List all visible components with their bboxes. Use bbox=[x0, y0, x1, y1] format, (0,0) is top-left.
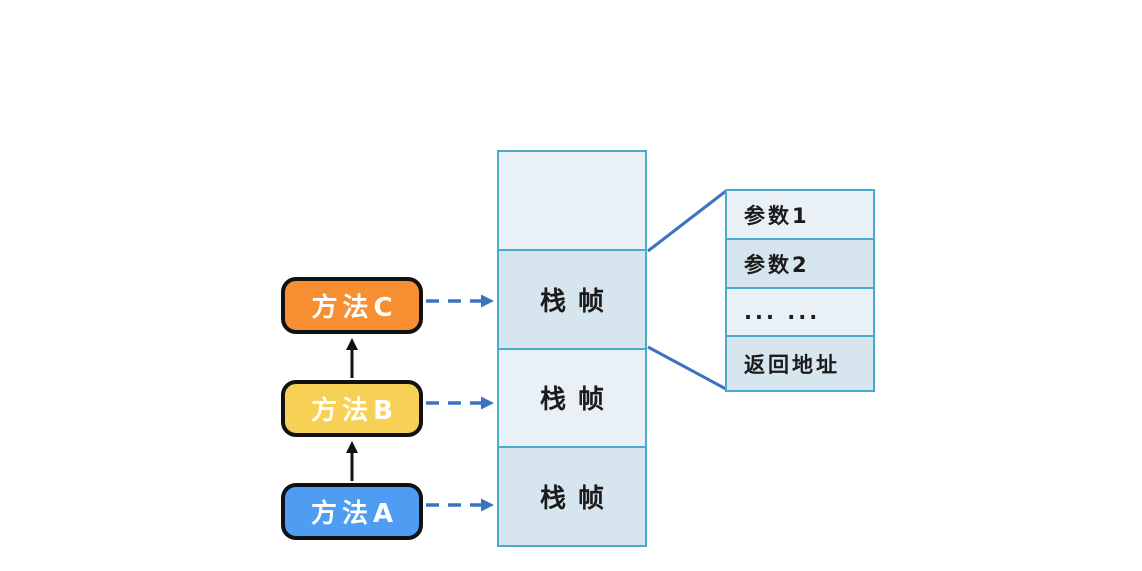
method-box-a: 方法A bbox=[281, 483, 423, 540]
detail-row-param1: 参数1 bbox=[727, 191, 873, 238]
detail-link-top bbox=[647, 189, 727, 253]
stack-column: 栈帧 栈帧 栈帧 bbox=[497, 150, 647, 547]
detail-row-ellipsis-label: ... ... bbox=[744, 300, 821, 324]
stack-cell-empty bbox=[499, 152, 645, 249]
method-box-a-label: 方法A bbox=[310, 499, 399, 529]
detail-row-param2: 参数2 bbox=[727, 238, 873, 287]
stack-cell-frame-b-label: 栈帧 bbox=[539, 385, 616, 416]
stack-cell-frame-b: 栈帧 bbox=[499, 347, 645, 447]
method-box-c: 方法C bbox=[281, 277, 423, 334]
method-box-c-label: 方法C bbox=[311, 293, 398, 323]
detail-row-return-address-label: 返回地址 bbox=[744, 352, 840, 377]
stack-cell-frame-c: 栈帧 bbox=[499, 248, 645, 348]
stack-cell-frame-c-label: 栈帧 bbox=[539, 286, 616, 317]
stack-cell-frame-a-label: 栈帧 bbox=[539, 484, 616, 515]
method-box-b-label: 方法B bbox=[311, 396, 398, 426]
frame-detail-box: 参数1 参数2 ... ... 返回地址 bbox=[725, 189, 875, 392]
method-box-b: 方法B bbox=[281, 380, 423, 437]
detail-row-param2-label: 参数2 bbox=[744, 252, 810, 277]
detail-link-bottom bbox=[647, 345, 727, 391]
detail-row-return-address: 返回地址 bbox=[727, 335, 873, 390]
detail-row-ellipsis: ... ... bbox=[727, 287, 873, 335]
detail-row-param1-label: 参数1 bbox=[744, 203, 810, 228]
stack-cell-frame-a: 栈帧 bbox=[499, 446, 645, 545]
